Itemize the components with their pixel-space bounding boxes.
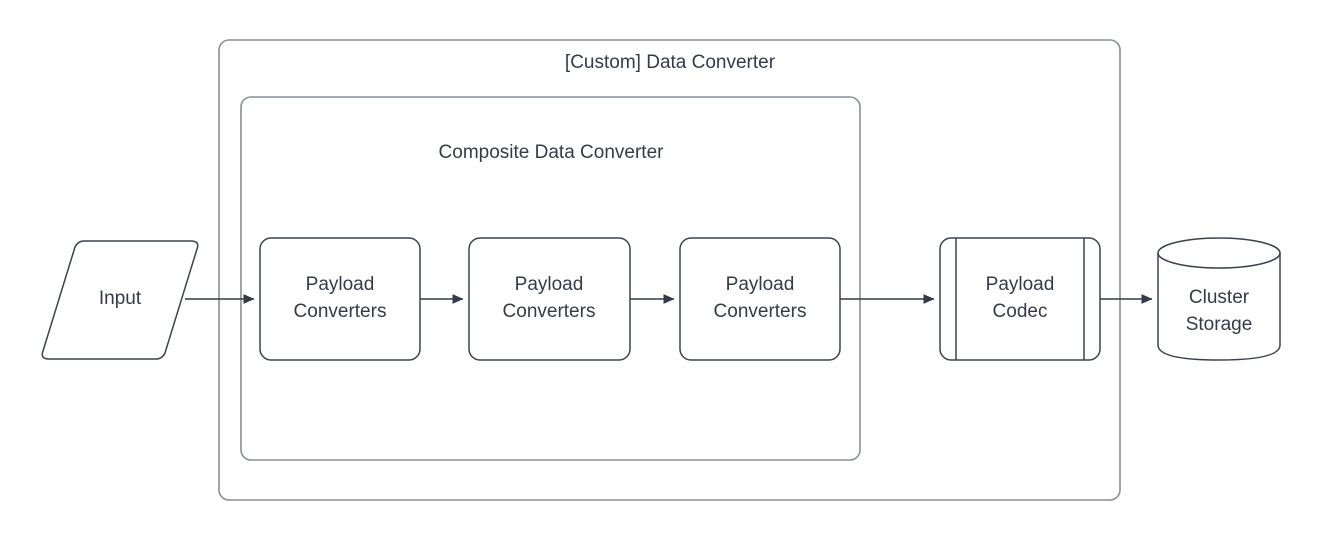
node-input-label: Input xyxy=(99,288,142,309)
node-input-border xyxy=(41,240,199,360)
node-payload-converters-2[interactable]: Payload Converters xyxy=(468,237,631,361)
node-payload-converters-3-label-line1: Payload xyxy=(726,274,795,295)
container-custom-data-converter-border xyxy=(218,39,1121,501)
node-cluster-storage-top-border xyxy=(1157,237,1281,269)
node-payload-converters-2-label-line2: Converters xyxy=(503,301,596,322)
node-payload-codec[interactable]: Payload Codec xyxy=(939,237,1101,361)
node-payload-converters-3-fill xyxy=(680,238,840,360)
node-cluster-storage-top-fill xyxy=(1158,238,1280,268)
container-composite-data-converter-border xyxy=(240,96,861,461)
node-payload-converters-2-fill xyxy=(469,238,630,360)
node-payload-codec-label-line1: Payload xyxy=(986,274,1055,295)
node-payload-converters-3[interactable]: Payload Converters xyxy=(679,237,841,361)
container-composite-data-converter-label: Composite Data Converter xyxy=(439,142,665,163)
node-payload-converters-2-label-line1: Payload xyxy=(515,274,584,295)
node-payload-converters-3-label-line2: Converters xyxy=(714,301,807,322)
node-input-fill xyxy=(42,241,198,359)
node-payload-converters-1-label-line1: Payload xyxy=(306,274,375,295)
node-payload-converters-1[interactable]: Payload Converters xyxy=(259,237,421,361)
node-payload-codec-label-line2: Codec xyxy=(993,301,1048,322)
container-custom-data-converter-label: [Custom] Data Converter xyxy=(565,52,776,73)
node-cluster-storage-body-border xyxy=(1157,253,1281,361)
node-cluster-storage[interactable]: Cluster Storage xyxy=(1157,237,1281,361)
node-input[interactable]: Input xyxy=(41,240,199,360)
node-cluster-storage-label-line2: Storage xyxy=(1186,314,1253,335)
node-payload-codec-fill xyxy=(940,238,1100,360)
node-cluster-storage-body-fill xyxy=(1158,253,1280,360)
node-payload-converters-1-fill xyxy=(260,238,420,360)
node-payload-converters-1-label-line2: Converters xyxy=(294,301,387,322)
node-cluster-storage-label-line1: Cluster xyxy=(1189,287,1250,308)
